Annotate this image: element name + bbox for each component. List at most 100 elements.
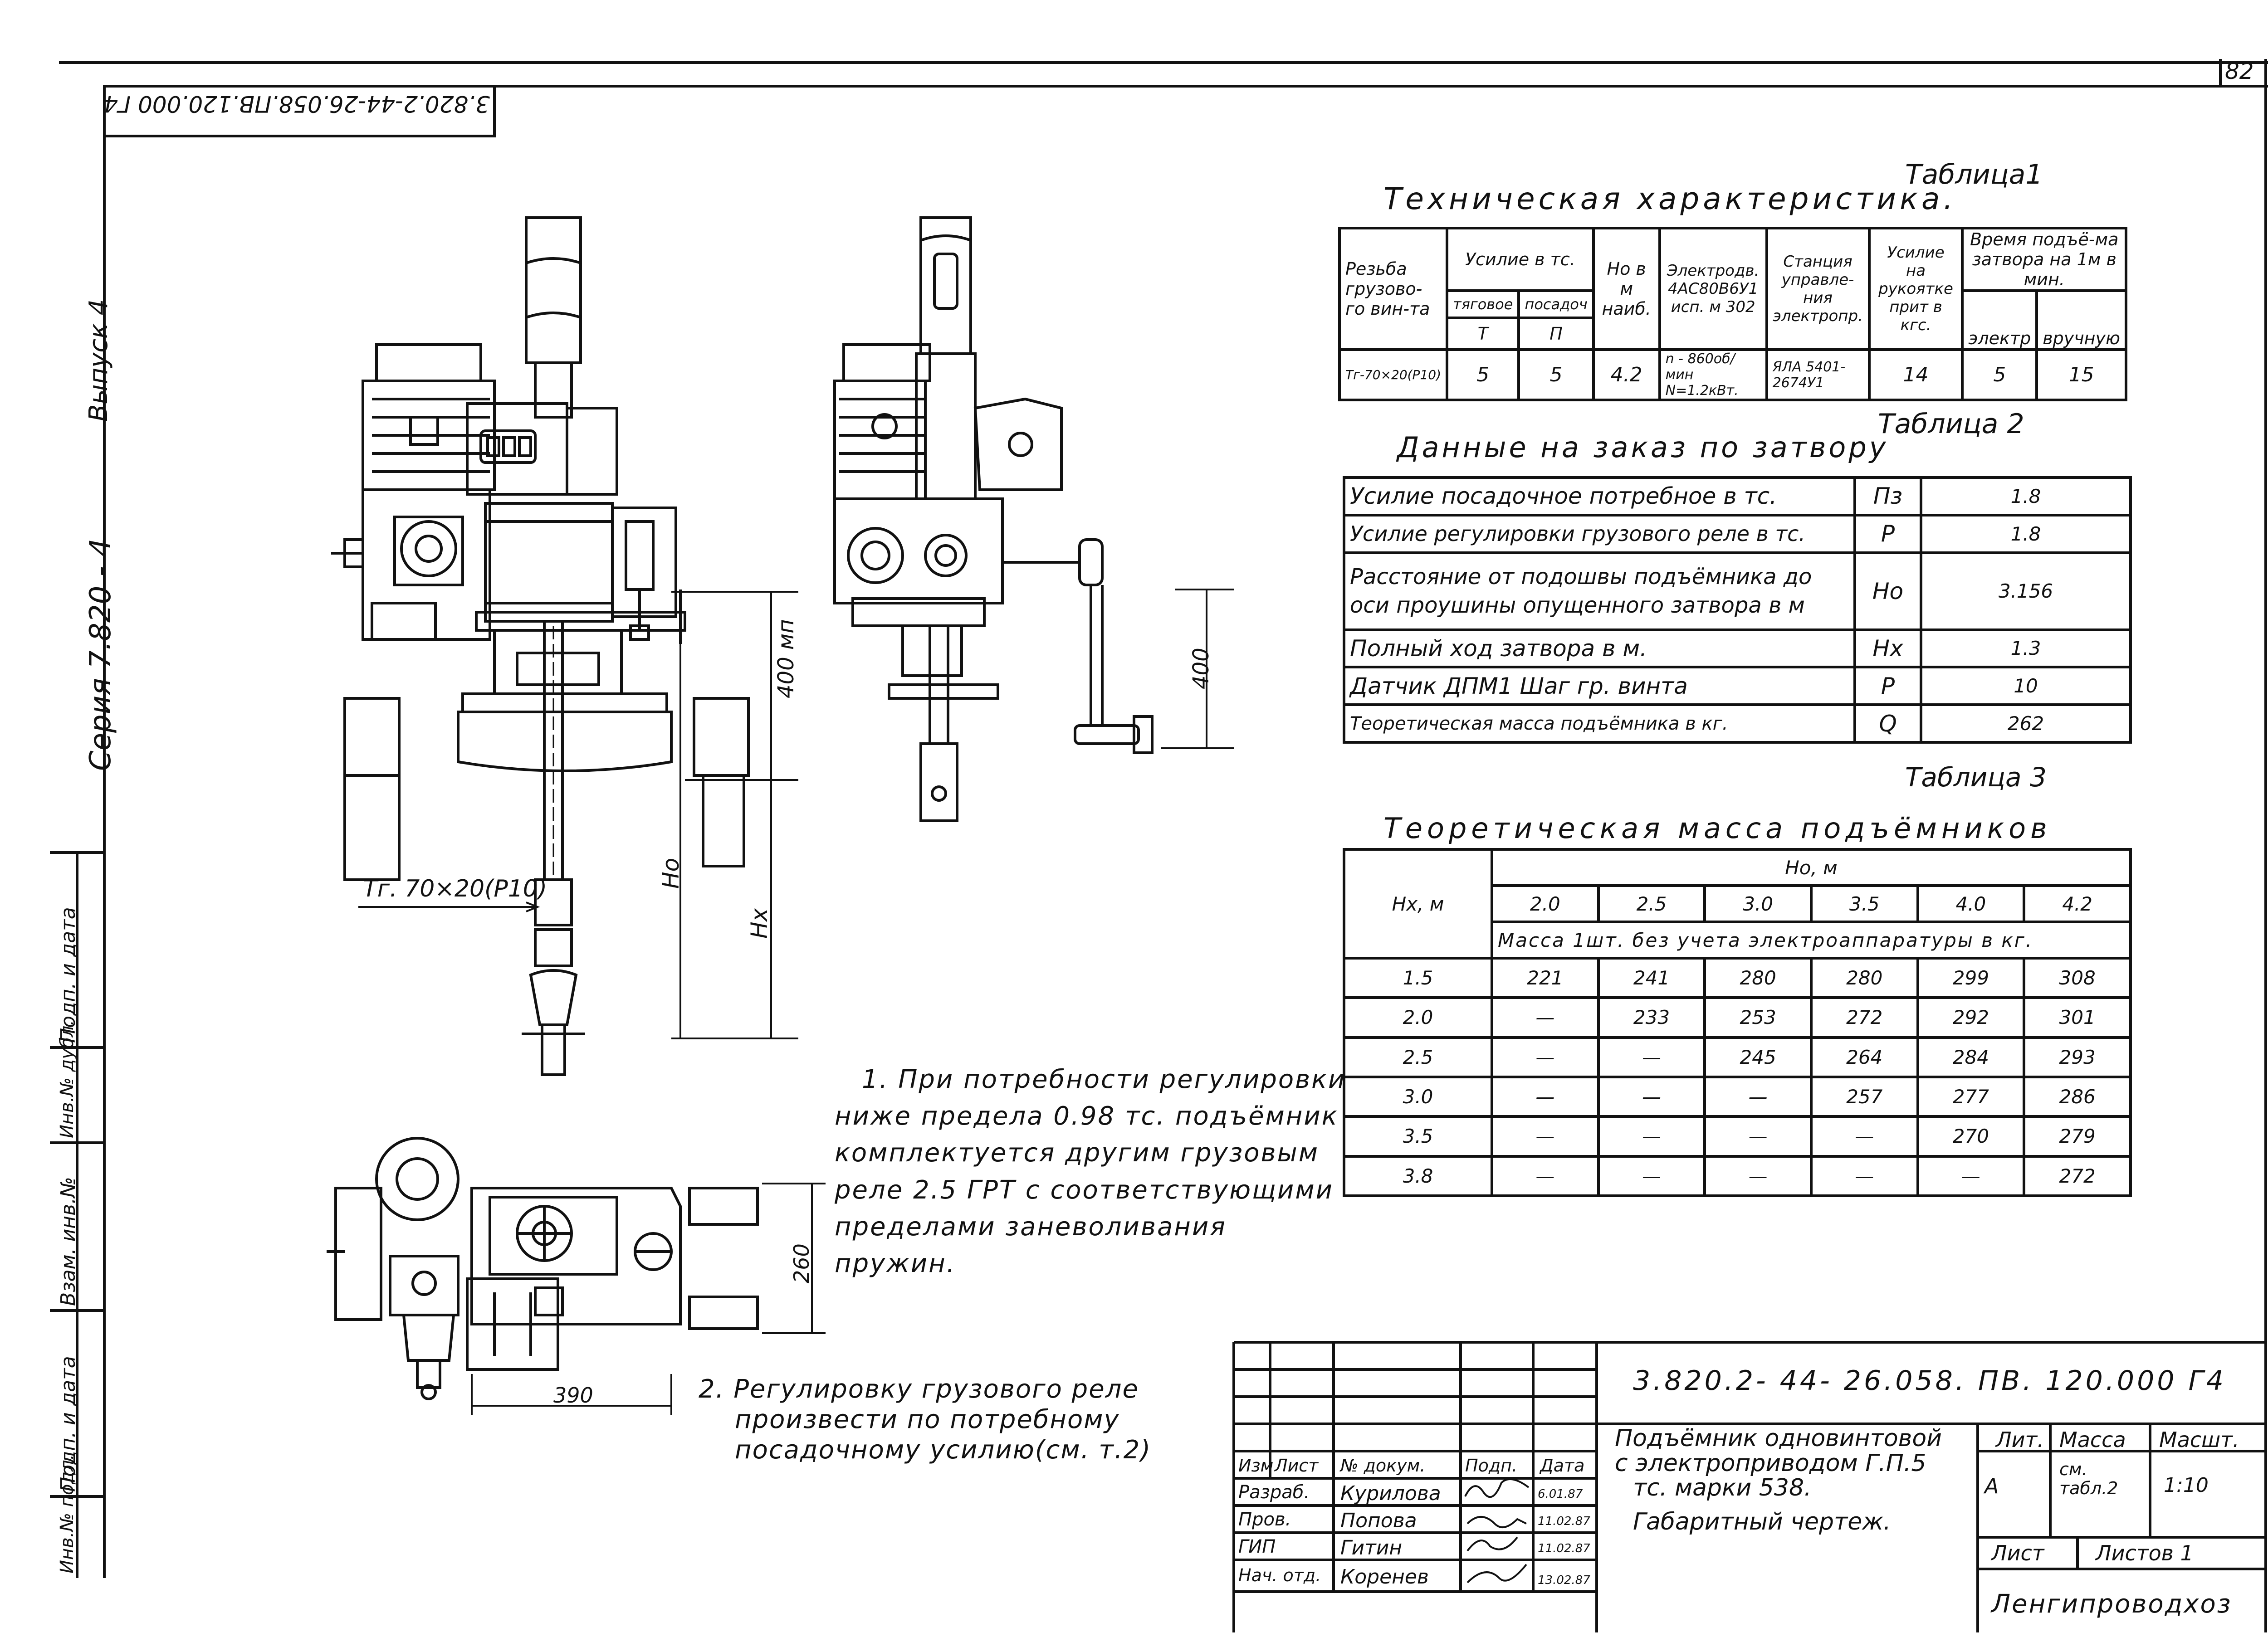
dim-400mm-label: 400 мп (773, 619, 799, 698)
note-2-line: 2. Регулировку грузового реле (699, 1374, 1139, 1404)
t3-cell: 280 (1809, 956, 1919, 999)
tb-role-3: ГИП (1238, 1536, 1276, 1557)
tb-name-1: Курилова (1340, 1482, 1441, 1505)
t3-cell: — (1809, 1115, 1919, 1158)
issue-label: Выпуск 4 (84, 299, 113, 422)
t1-tel: 5 (1961, 348, 2038, 401)
t3-cell: — (1597, 1115, 1706, 1158)
t3-cell: — (1703, 1155, 1813, 1198)
side-cell-2: Инв.№ дубл. (57, 1020, 78, 1138)
t1-h-t: Т (1445, 317, 1520, 351)
t2-row2-label: Усилие регулировки грузового реле в тс. (1343, 513, 1856, 554)
t1-h-ho: Hо в м наиб. (1592, 227, 1661, 351)
t3-cell: — (1491, 1075, 1600, 1118)
t2-row3-sym: Hо (1853, 551, 1922, 631)
t3-cell: — (1491, 1155, 1600, 1198)
table3: Hх, м Hо, м 2.0 2.5 3.0 3.5 4.0 4.2 Масс… (1343, 848, 2132, 1198)
table1-title: Техническая характеристика. (1383, 181, 1957, 216)
hx-label: Hх (746, 908, 772, 939)
front-view (331, 216, 798, 1076)
t3-cell: — (1809, 1155, 1919, 1198)
tb-scale-value: 1:10 (2164, 1474, 2209, 1497)
t2-row1-label: Усилие посадочное потребное в тс. (1343, 476, 1856, 516)
t3-hx-0: 1.5 (1343, 956, 1493, 999)
table2: Усилие посадочное потребное в тс. Пз 1.8… (1343, 476, 2132, 744)
t3-rowhead: Hх, м (1343, 848, 1493, 960)
title-name-line: тс. марки 538. (1633, 1474, 1812, 1502)
tb-role-4: Нач. отд. (1238, 1565, 1321, 1585)
tb-date-2: 11.02.87 (1538, 1515, 1590, 1528)
t3-cell: 280 (1703, 956, 1813, 999)
t1-h-handle: Усилие на рукоятке прит в кгс. (1867, 227, 1964, 351)
note-2: 2. Регулировку грузового реле произвести… (699, 1374, 1151, 1466)
t2-row4-label: Полный ход затвора в м. (1343, 628, 1856, 669)
t2-row5-sym: Р (1853, 666, 1922, 706)
tb-name-2: Попова (1340, 1509, 1417, 1532)
t3-cell: 270 (1916, 1115, 2026, 1158)
t3-cell: — (1703, 1115, 1813, 1158)
dim-390-label: 390 (553, 1383, 593, 1408)
t3-hx-1: 2.0 (1343, 996, 1493, 1039)
tb-head-izm: Изм (1238, 1456, 1274, 1476)
t3-cell: 245 (1703, 1036, 1813, 1078)
t3-cell: 272 (2023, 1155, 2132, 1198)
t3-hx-4: 3.5 (1343, 1115, 1493, 1158)
t3-cell: 264 (1809, 1036, 1919, 1078)
t3-col-3: 3.5 (1809, 884, 1919, 923)
t3-col-2: 3.0 (1703, 884, 1813, 923)
t3-hx-5: 3.8 (1343, 1155, 1493, 1198)
thread-label: Тг. 70×20(Р10) (363, 875, 547, 902)
t3-cell: — (1703, 1075, 1813, 1118)
t3-cell: — (1916, 1155, 2026, 1198)
title-name-line: с электроприводом Г.П.5 (1615, 1449, 1926, 1477)
t3-cell: 292 (1916, 996, 2026, 1039)
tb-lit-value: А (1984, 1474, 1999, 1498)
t1-h-thread: Резьба грузово-го вин-та (1338, 227, 1448, 351)
t2-row6-sym: Q (1853, 703, 1922, 744)
t3-cell: — (1491, 1036, 1600, 1078)
t3-cell: 284 (1916, 1036, 2026, 1078)
t1-force: 14 (1867, 348, 1964, 401)
t3-hx-2: 2.5 (1343, 1036, 1493, 1078)
t3-cell: — (1491, 996, 1600, 1039)
tb-sheet-label: Лист (1991, 1541, 2044, 1565)
t2-row2-val: 1.8 (1920, 513, 2132, 554)
side-view (833, 216, 1234, 822)
t2-row5-val: 10 (1920, 666, 2132, 706)
t1-h-p: П (1517, 317, 1595, 351)
t3-cell: 286 (2023, 1075, 2132, 1118)
tb-head-sign: Подп. (1465, 1456, 1518, 1476)
note-1: 1. При потребности регулировки ниже пред… (835, 1061, 1346, 1282)
side-cell-5: Инв.№ подл. (57, 1454, 78, 1574)
tb-mass-label: Масса (2059, 1428, 2126, 1452)
t2-row4-sym: Hх (1853, 628, 1922, 669)
t1-t: 5 (1445, 348, 1520, 401)
t1-h-station: Станция управле-ния электропр. (1765, 227, 1871, 351)
tb-scale-label: Масшт. (2159, 1428, 2239, 1452)
tb-name-4: Коренев (1340, 1565, 1429, 1588)
t1-ho: 4.2 (1592, 348, 1661, 401)
t3-cell: — (1597, 1036, 1706, 1078)
t1-h-force: Усилие в тс. (1446, 227, 1595, 292)
t2-row3-label: Расстояние от подошвы подъёмника до оси … (1343, 551, 1856, 631)
t3-cell: 293 (2023, 1036, 2132, 1078)
tb-organization: Ленгипроводхоз (1991, 1589, 2232, 1619)
t1-motor: n - 860об/мин N=1.2кВт. (1658, 348, 1768, 401)
t2-row5-label: Датчик ДПМ1 Шаг гр. винта (1343, 666, 1856, 706)
t1-h-el: электр (1961, 289, 2038, 351)
page-number: 82 (2225, 58, 2254, 84)
t3-cell: — (1597, 1075, 1706, 1118)
tb-date-1: 6.01.87 (1538, 1487, 1583, 1501)
t3-cell: 277 (1916, 1075, 2026, 1118)
dim-260-label: 260 (789, 1243, 814, 1283)
table1-caption: Таблица1 (1905, 159, 2043, 190)
t3-col-0: 2.0 (1491, 884, 1600, 923)
note-1-line: реле 2.5 ГРТ с соответствующими (835, 1175, 1334, 1205)
plan-view (327, 1137, 826, 1415)
tb-role-1: Разраб. (1238, 1482, 1310, 1503)
tb-date-3: 11.02.87 (1538, 1542, 1590, 1555)
t1-thand: 15 (2035, 348, 2127, 401)
t2-row6-val: 262 (1920, 703, 2132, 744)
tb-lit-label: Лит. (1996, 1428, 2044, 1452)
